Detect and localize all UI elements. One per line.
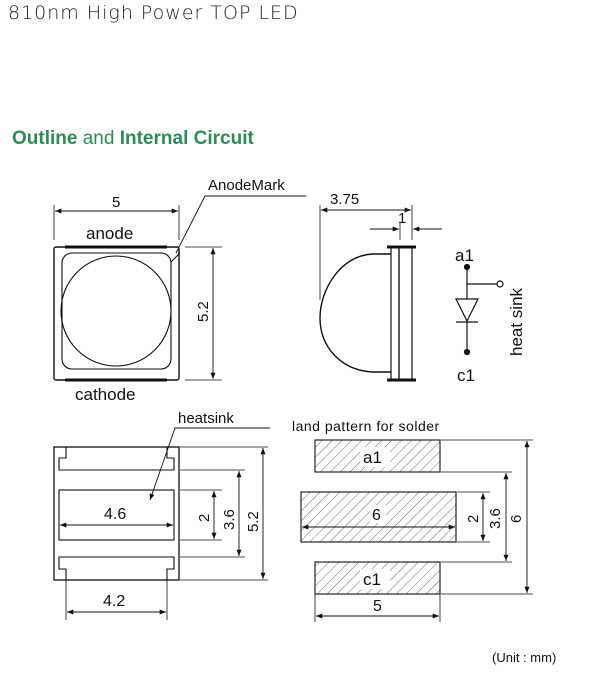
bottom-view-pad-bottom (58, 556, 175, 580)
heat-sink-label: heat sink (507, 287, 526, 356)
dim-land-inner-h-label: 3.6 (487, 508, 504, 529)
unit-note: (Unit : mm) (492, 650, 557, 665)
section-heading-part1: Outline (12, 128, 78, 149)
section-heading: Outline and Internal Circuit (12, 128, 254, 150)
section-heading-part2: and (77, 128, 120, 149)
circuit-cathode-label: c1 (457, 366, 475, 385)
land-pad-a1-label: a1 (363, 448, 382, 467)
bottom-view-body (53, 446, 180, 581)
bottom-view-pad-top (58, 447, 175, 471)
land-pad-c1-label: c1 (363, 570, 381, 589)
land-pattern (300, 439, 533, 622)
dim-land-center-w-label: 6 (372, 507, 381, 524)
bottom-view-heatsink-pad (58, 489, 175, 541)
cathode-pin-dot (463, 348, 471, 356)
dim-bottom-pad-h-label: 2 (196, 514, 213, 522)
heat-sink-node (496, 280, 504, 288)
dim-bottom-total-h-label: 5.2 (245, 511, 262, 532)
land-pattern-label: land pattern for solder (292, 418, 440, 434)
dim-land-total-h-label: 6 (508, 515, 525, 523)
land-pad-a1-label-bg (360, 447, 390, 467)
internal-circuit (455, 263, 504, 356)
anode-mark-corner (170, 252, 181, 263)
top-view-lens (60, 255, 172, 367)
side-view-dome (319, 253, 391, 373)
dim-bottom-width-label: 4.2 (103, 593, 125, 610)
top-view-body (53, 246, 180, 381)
anode-mark-label: AnodeMark (208, 177, 285, 194)
dim-bottom-inner-h-label: 3.6 (221, 509, 238, 530)
heatsink-leader (149, 427, 270, 501)
circuit-anode-label: a1 (455, 246, 474, 265)
bottom-view (53, 427, 270, 620)
side-view (319, 205, 442, 382)
land-center-label-bg (370, 505, 386, 523)
diode-icon (455, 298, 479, 323)
side-view-base (398, 246, 413, 381)
dim-top-height-label: 5.2 (195, 301, 212, 322)
section-heading-part3: Internal Circuit (119, 128, 254, 149)
dim-pad-width-label: 4.6 (104, 506, 126, 523)
anode-label: anode (86, 224, 133, 243)
dim-side-total-label: 3.75 (330, 191, 359, 208)
land-pad-c1-label-bg (360, 569, 390, 589)
top-view (53, 195, 306, 382)
heatsink-label: heatsink (178, 410, 234, 427)
dim-side-base-label: 1 (398, 210, 406, 227)
dim-land-pad-h-label: 2 (465, 515, 482, 523)
dim-land-bottom-w-label: 5 (373, 598, 382, 615)
page-title: 810nm High Power TOP LED (8, 2, 299, 24)
anode-mark-leader (175, 195, 306, 254)
side-view-lens-body (390, 246, 400, 381)
cathode-label: cathode (75, 385, 136, 404)
dim-top-width-label: 5 (112, 194, 120, 211)
